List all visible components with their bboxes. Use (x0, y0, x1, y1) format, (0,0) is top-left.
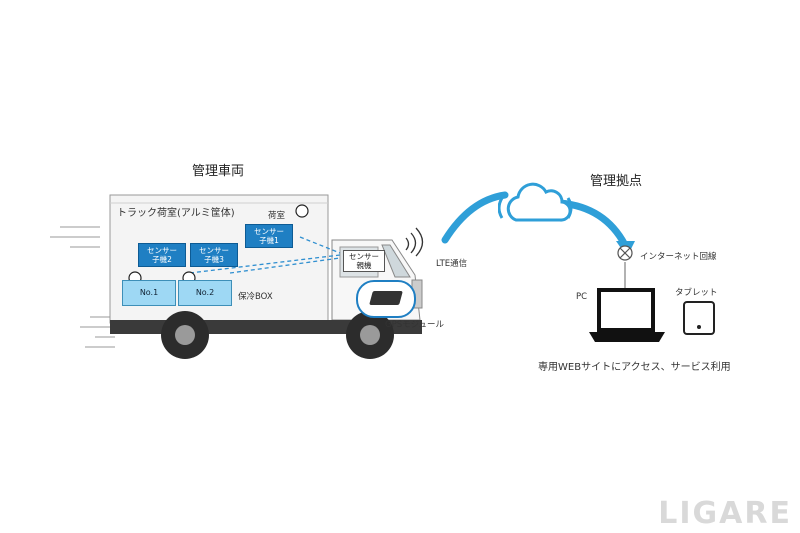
cool-box-label: 保冷BOX (238, 292, 273, 302)
laptop-icon (589, 288, 665, 342)
base-connectors (624, 262, 626, 290)
cool-box-no2-label: No.2 (195, 288, 215, 297)
tablet-icon (683, 301, 715, 335)
ligare-watermark: LIGARE (658, 496, 792, 531)
sensor-child-1: センサー 子機1 (245, 224, 293, 248)
gps-device-icon (369, 291, 403, 305)
tablet-label: タブレット (675, 288, 718, 298)
cool-box-no1: No.1 (122, 280, 176, 306)
sensor-parent: センサー 親機 (343, 250, 385, 272)
gps-module (356, 280, 416, 318)
room-sensor-label: 荷室 (268, 211, 286, 221)
truck-wheels (161, 311, 394, 359)
cool-box-no2: No.2 (178, 280, 232, 306)
base-caption: 専用WEBサイトにアクセス、サービス利用 (538, 362, 731, 373)
sensor-child-3: センサー 子機3 (190, 243, 238, 267)
base-title: 管理拠点 (590, 174, 643, 189)
lte-label: LTE通信 (436, 259, 468, 269)
sensor-child-2: センサー 子機2 (138, 243, 186, 267)
internet-label: インターネット回線 (640, 252, 717, 262)
cargo-room-label: トラック荷室(アルミ筐体) (117, 208, 235, 219)
cool-box-no1-label: No.1 (139, 288, 159, 297)
vehicle-title: 管理車両 (192, 164, 245, 179)
gps-module-label: GPSモジュール (385, 320, 445, 330)
internet-line-icon (617, 245, 633, 261)
pc-label: PC (576, 292, 588, 302)
cloud-icon (498, 182, 573, 222)
